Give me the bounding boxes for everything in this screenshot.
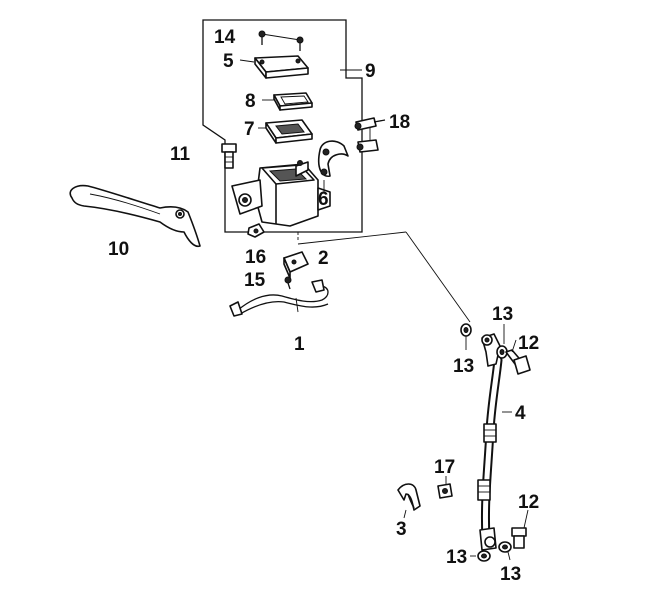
label-part-1: 1 [294, 334, 305, 355]
part-17-bolt [437, 483, 453, 499]
label-part-12-top: 12 [518, 333, 539, 354]
label-part-18: 18 [389, 112, 410, 133]
label-part-13-top-left: 13 [453, 356, 474, 377]
label-part-9: 9 [365, 61, 376, 82]
label-part-13-top-right: 13 [492, 304, 513, 325]
part-16-nut [247, 223, 265, 238]
label-part-12-bottom: 12 [518, 492, 539, 513]
label-part-6: 6 [318, 189, 329, 210]
label-part-15: 15 [244, 270, 266, 291]
label-part-13-bottom-right: 13 [500, 564, 521, 585]
label-part-4: 4 [515, 403, 526, 424]
label-part-3: 3 [396, 519, 407, 540]
assembly-bracket-9 [202, 19, 363, 233]
part-6-holder-clamp [317, 140, 349, 177]
label-part-14: 14 [214, 27, 236, 48]
part-10-brake-lever [69, 184, 201, 248]
part-3-hose-clamp [397, 483, 421, 511]
label-part-8: 8 [245, 91, 256, 112]
part-4-brake-hose [477, 333, 503, 551]
leader-lines [295, 69, 529, 561]
part-5-reservoir-cap [239, 55, 309, 79]
label-part-16: 16 [245, 247, 266, 268]
part-8-diaphragm-plate [262, 92, 313, 111]
label-part-11: 11 [170, 144, 191, 165]
part-2-brake-light-switch [283, 251, 309, 279]
part-15-screw [284, 276, 292, 290]
label-part-5: 5 [223, 51, 234, 72]
label-part-10: 10 [108, 239, 129, 260]
label-part-13-bottom-left: 13 [446, 547, 467, 568]
master-cylinder-body [231, 160, 331, 227]
part-18-bolts [354, 117, 386, 153]
part-14-screws [258, 30, 304, 51]
label-part-2: 2 [318, 248, 329, 269]
label-part-17: 17 [434, 457, 455, 478]
part-13-sealing-washers [460, 323, 512, 562]
part-11-pivot-bolt [221, 143, 237, 169]
label-part-7: 7 [244, 119, 255, 140]
part-1-switch-wire [229, 279, 329, 317]
part-12-banjo-bolts [505, 349, 531, 549]
part-7-diaphragm [258, 119, 313, 144]
